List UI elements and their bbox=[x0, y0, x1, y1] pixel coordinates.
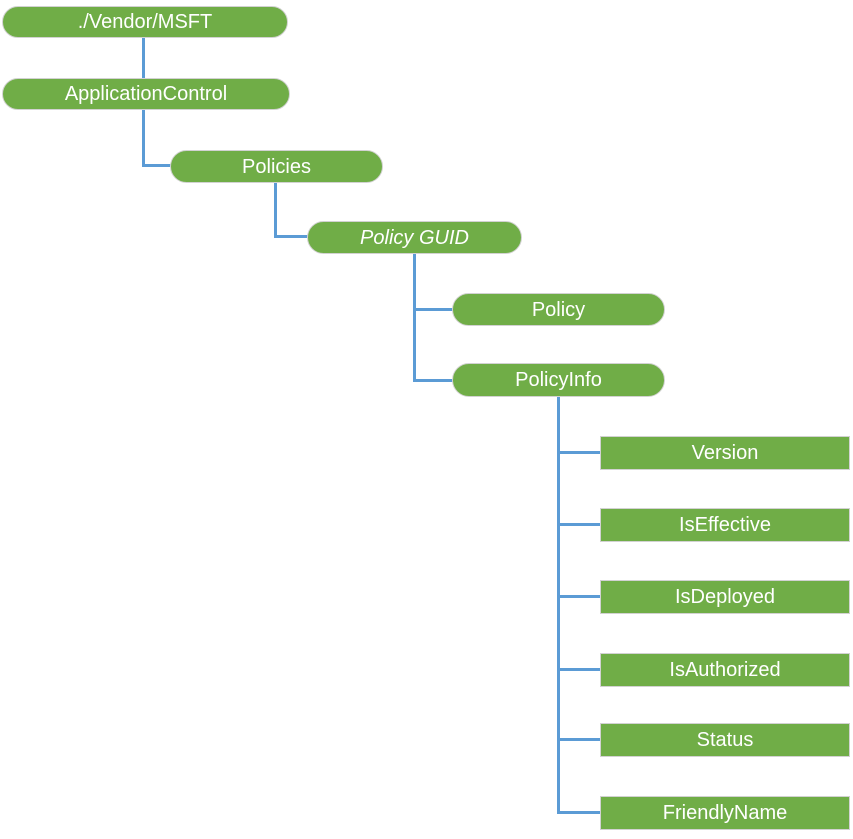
connector-policyguid-to-policy bbox=[413, 308, 453, 311]
connector-policyinfo-to-isauthorized bbox=[557, 668, 601, 671]
node-friendly-name: FriendlyName bbox=[600, 796, 850, 830]
node-application-control: ApplicationControl bbox=[2, 78, 290, 110]
connector-policyinfo-to-version bbox=[557, 451, 601, 454]
node-policies: Policies bbox=[170, 150, 383, 183]
connector-policyinfo-to-status bbox=[557, 738, 601, 741]
connector-policyinfo-to-friendlyname bbox=[557, 811, 601, 814]
connector-root-to-applicationcontrol bbox=[142, 37, 145, 79]
connector-policyguid-to-policyinfo bbox=[413, 379, 453, 382]
node-vendor-msft: ./Vendor/MSFT bbox=[2, 6, 288, 38]
node-policy-info: PolicyInfo bbox=[452, 363, 665, 397]
node-policy: Policy bbox=[452, 293, 665, 326]
connector-applicationcontrol-to-policies-vertical bbox=[142, 109, 145, 167]
connector-policyinfo-to-iseffective bbox=[557, 523, 601, 526]
connector-policies-to-policyguid-vertical bbox=[274, 182, 277, 238]
connector-policies-to-policyguid-horizontal bbox=[274, 235, 308, 238]
node-is-effective: IsEffective bbox=[600, 508, 850, 542]
node-status: Status bbox=[600, 723, 850, 757]
connector-policyguid-trunk bbox=[413, 253, 416, 382]
node-policy-guid: Policy GUID bbox=[307, 221, 522, 254]
connector-applicationcontrol-to-policies-horizontal bbox=[142, 164, 171, 167]
node-is-deployed: IsDeployed bbox=[600, 580, 850, 614]
connector-policyinfo-to-isdeployed bbox=[557, 595, 601, 598]
node-version: Version bbox=[600, 436, 850, 470]
node-is-authorized: IsAuthorized bbox=[600, 653, 850, 687]
connector-policyinfo-trunk bbox=[557, 397, 560, 814]
